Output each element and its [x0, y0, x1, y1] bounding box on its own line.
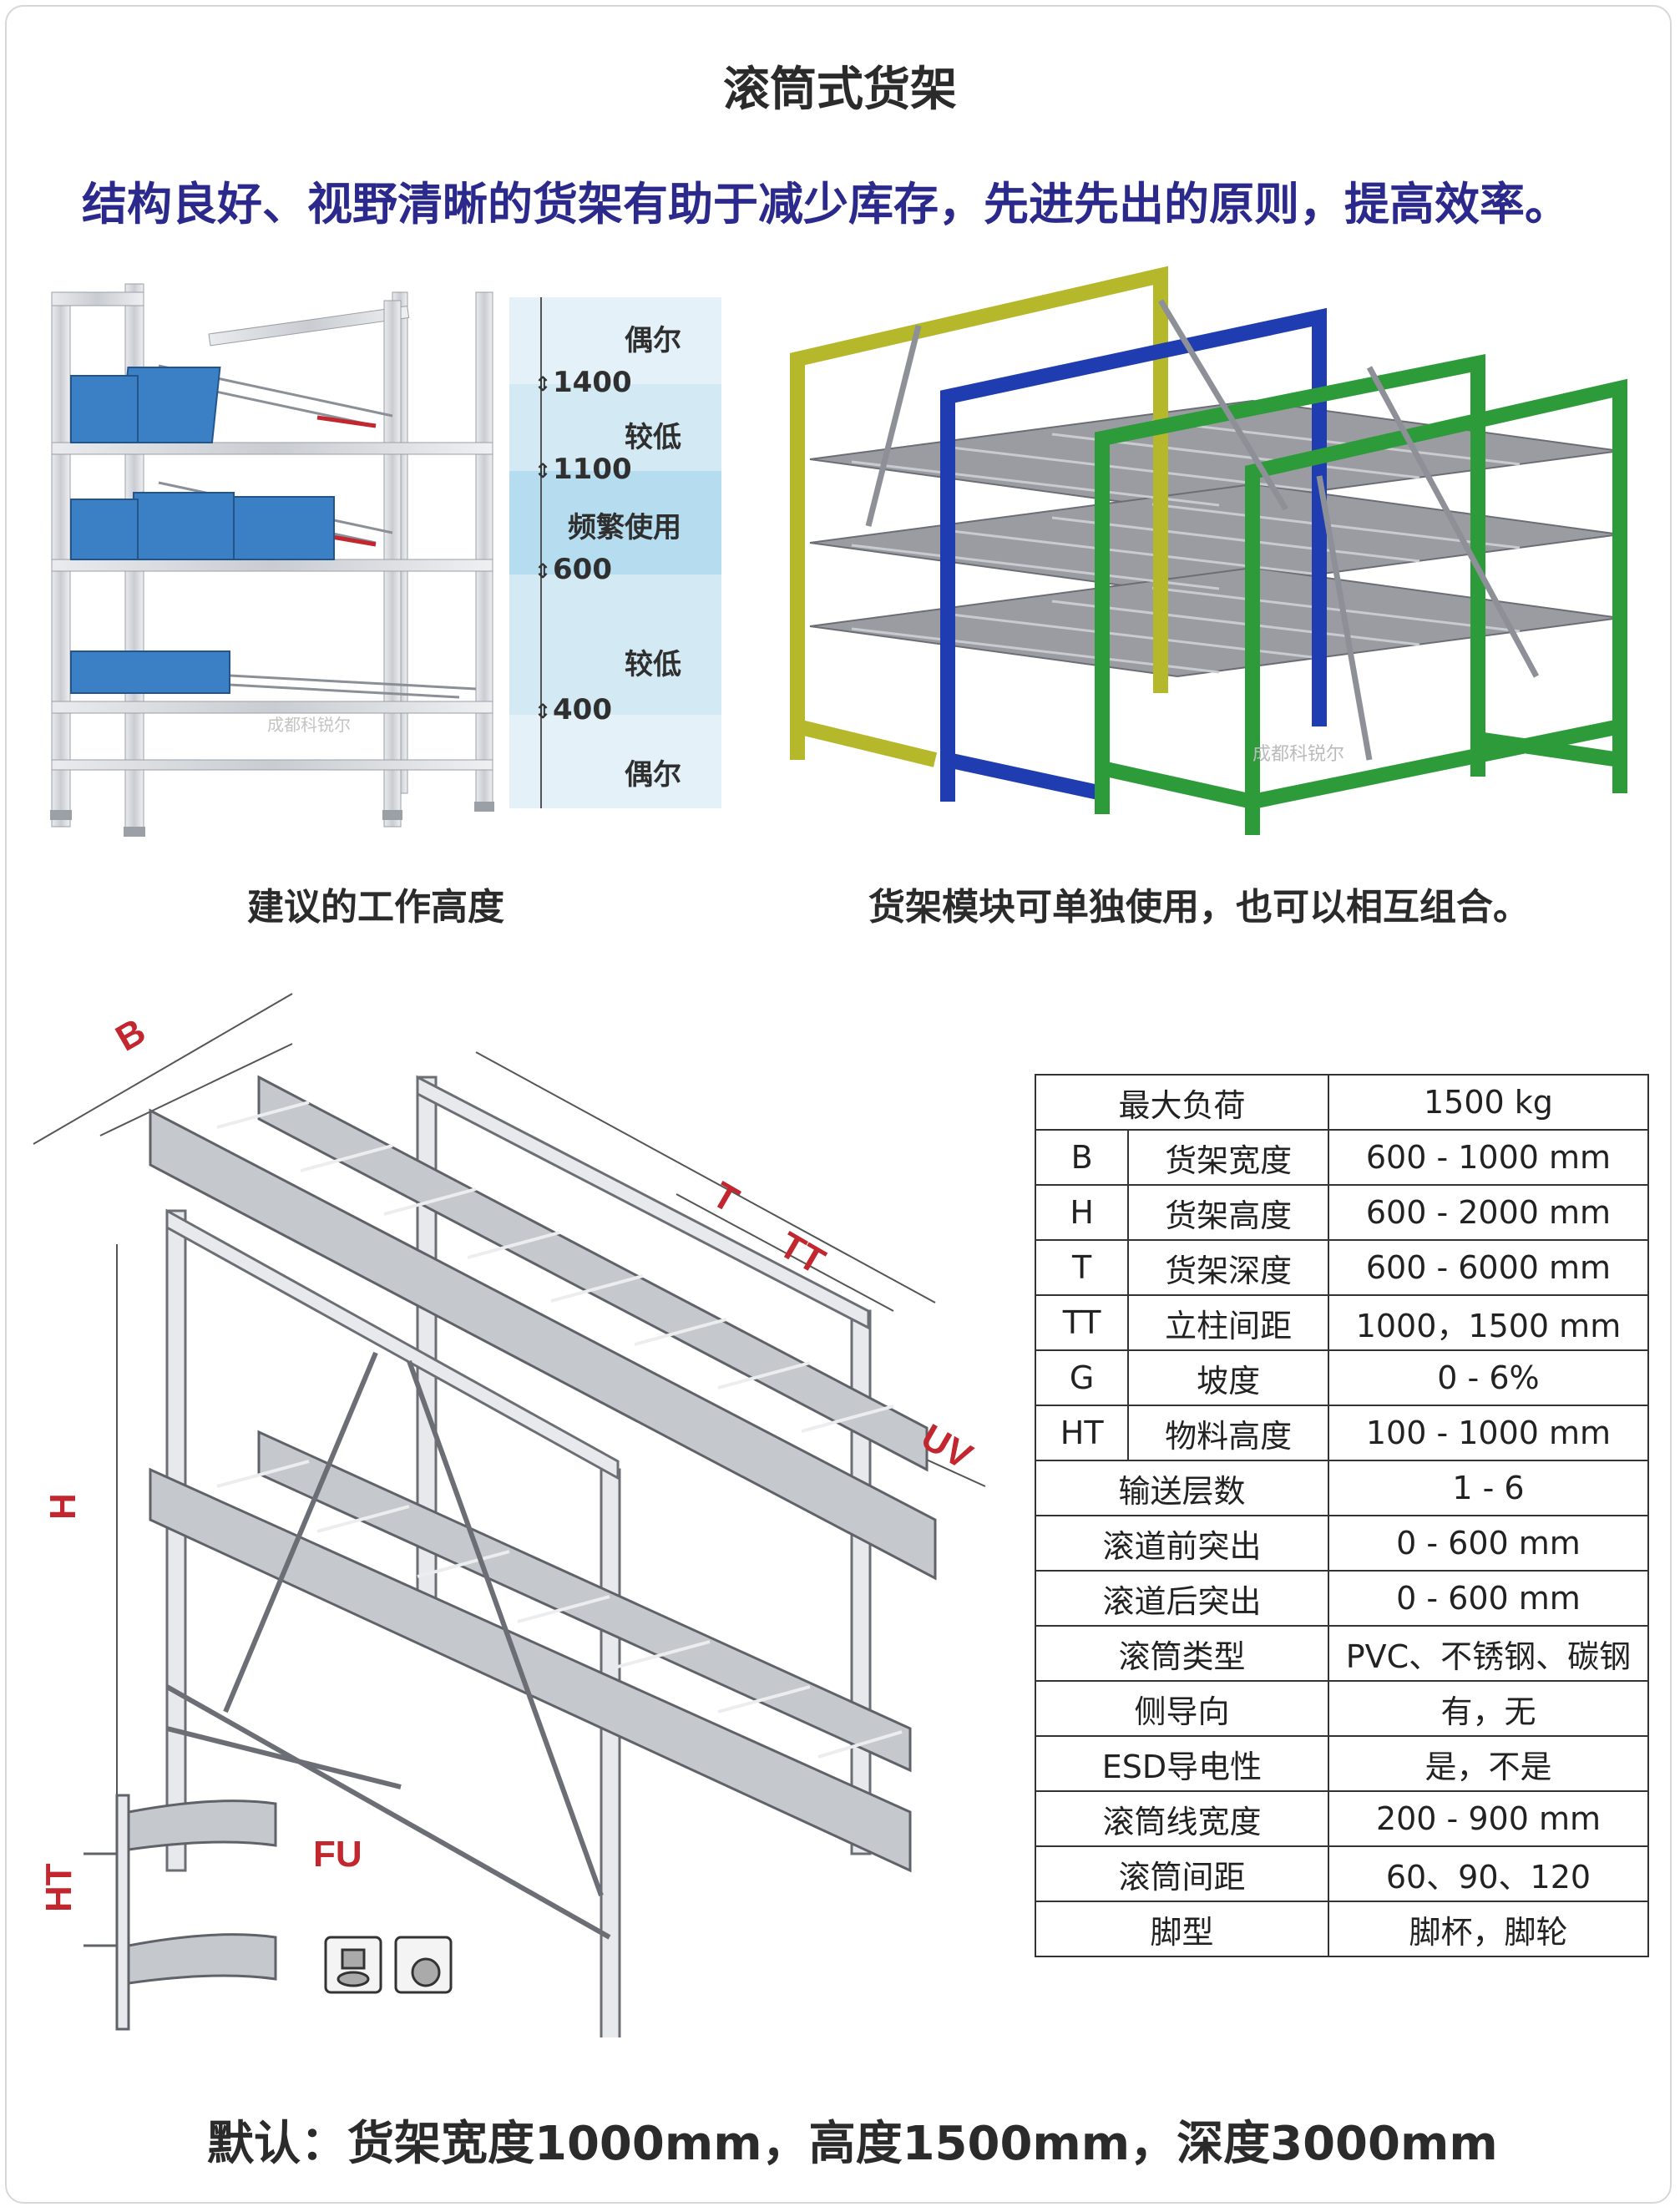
band-label: 较低	[625, 648, 681, 681]
spec-value: 1 - 6	[1327, 1460, 1650, 1516]
band-occasional-top: 偶尔	[509, 297, 721, 384]
table-row: B 货架宽度 600 - 1000 mm	[1034, 1129, 1650, 1186]
spec-value: 0 - 6%	[1327, 1349, 1650, 1406]
modular-racks-render: 成都科锐尔	[790, 266, 1627, 835]
spec-value: 600 - 1000 mm	[1327, 1129, 1650, 1186]
spec-name: 脚型	[1035, 1901, 1329, 1957]
table-row: 滚筒间距 60、90、120	[1035, 1845, 1650, 1902]
table-row: 滚筒线宽度 200 - 900 mm	[1035, 1790, 1650, 1847]
spec-name: 滚道前突出	[1035, 1515, 1329, 1572]
spec-value: 100 - 1000 mm	[1327, 1405, 1650, 1461]
spec-code: T	[1034, 1239, 1130, 1296]
mark-400: ⇕400	[534, 693, 612, 726]
table-row: T 货架深度 600 - 6000 mm	[1034, 1239, 1650, 1296]
spec-name: 物料高度	[1127, 1405, 1329, 1461]
watermark-left: 成都科锐尔	[267, 715, 351, 735]
label-fu: FU	[313, 1834, 362, 1875]
spec-name: 立柱间距	[1127, 1294, 1329, 1351]
spec-value: 1500 kg	[1327, 1074, 1650, 1131]
spec-name: 货架深度	[1127, 1239, 1329, 1296]
page-title: 滚筒式货架	[723, 63, 957, 117]
caption-left: 建议的工作高度	[247, 886, 504, 929]
spec-code: G	[1034, 1349, 1130, 1406]
spec-code: HT	[1034, 1405, 1130, 1461]
spec-name: ESD导电性	[1035, 1735, 1329, 1792]
spec-table: 最大负荷 1500 kg B 货架宽度 600 - 1000 mm H 货架高度…	[1034, 1074, 1650, 1957]
spec-name: 滚筒线宽度	[1035, 1790, 1329, 1847]
table-row: 滚道前突出 0 - 600 mm	[1035, 1515, 1650, 1572]
spec-name: 侧导向	[1035, 1680, 1329, 1737]
table-row: G 坡度 0 - 6%	[1034, 1349, 1650, 1406]
table-row: HT 物料高度 100 - 1000 mm	[1034, 1405, 1650, 1461]
mark-1100: ⇕1100	[534, 453, 632, 486]
band-occasional-bottom: 偶尔	[509, 715, 721, 808]
band-frequent: 频繁使用	[509, 471, 721, 575]
band-low-top: 较低	[509, 384, 721, 471]
band-low-bottom: 较低	[509, 575, 721, 715]
spec-name: 坡度	[1127, 1349, 1329, 1406]
band-label: 偶尔	[625, 324, 681, 357]
mark-1400: ⇕1400	[534, 366, 632, 399]
spec-name: 输送层数	[1035, 1460, 1329, 1516]
table-row: 滚筒类型 PVC、不锈钢、碳钢	[1035, 1625, 1650, 1682]
band-label: 偶尔	[625, 758, 681, 792]
spec-name: 滚道后突出	[1035, 1570, 1329, 1627]
table-row: ESD导电性 是，不是	[1035, 1735, 1650, 1792]
page-subtitle: 结构良好、视野清晰的货架有助于减少库存，先进先出的原则，提高效率。	[82, 178, 1570, 230]
spec-value: 有，无	[1327, 1680, 1650, 1737]
spec-name: 滚筒间距	[1035, 1845, 1329, 1902]
table-row: 脚型 脚杯，脚轮	[1035, 1901, 1650, 1957]
watermark-right: 成都科锐尔	[1252, 744, 1344, 765]
table-row: 滚道后突出 0 - 600 mm	[1035, 1570, 1650, 1627]
spec-code: H	[1034, 1184, 1130, 1241]
height-guide: 偶尔 较低 频繁使用 较低 偶尔 ⇕1400 ⇕1100 ⇕600 ⇕400	[509, 297, 721, 808]
table-row: 最大负荷 1500 kg	[1035, 1074, 1650, 1131]
spec-value: 是，不是	[1327, 1735, 1650, 1792]
spec-value: 200 - 900 mm	[1327, 1790, 1650, 1847]
table-row: TT 立柱间距 1000，1500 mm	[1034, 1294, 1650, 1351]
page-frame	[5, 5, 1672, 2204]
spec-value: 1000，1500 mm	[1327, 1294, 1650, 1351]
spec-value: PVC、不锈钢、碳钢	[1327, 1625, 1650, 1682]
spec-value: 600 - 2000 mm	[1327, 1184, 1650, 1241]
spec-value: 60、90、120	[1327, 1845, 1650, 1902]
table-row: 侧导向 有，无	[1035, 1680, 1650, 1737]
default-spec-note: 默认：货架宽度1000mm，高度1500mm，深度3000mm	[207, 2117, 1498, 2171]
caption-right: 货架模块可单独使用，也可以相互组合。	[868, 886, 1530, 929]
spec-name: 货架高度	[1127, 1184, 1329, 1241]
spec-code: B	[1034, 1129, 1130, 1186]
band-label: 较低	[625, 421, 681, 454]
guide-line	[540, 297, 542, 808]
spec-value: 0 - 600 mm	[1327, 1515, 1650, 1572]
dimension-drawing: B T TT UV H HT FU	[33, 993, 986, 2037]
label-ht: HT	[38, 1863, 79, 1912]
spec-value: 脚杯，脚轮	[1327, 1901, 1650, 1957]
spec-code: TT	[1034, 1294, 1130, 1351]
spec-name: 货架宽度	[1127, 1129, 1329, 1186]
band-label: 频繁使用	[568, 511, 681, 544]
label-b: B	[109, 1010, 153, 1059]
spec-value: 600 - 6000 mm	[1327, 1239, 1650, 1296]
mark-600: ⇕600	[534, 553, 612, 586]
table-row: H 货架高度 600 - 2000 mm	[1034, 1184, 1650, 1241]
rack-photo: 成都科锐尔	[50, 283, 494, 837]
spec-name: 最大负荷	[1035, 1074, 1329, 1131]
table-row: 输送层数 1 - 6	[1035, 1460, 1650, 1516]
spec-value: 0 - 600 mm	[1327, 1570, 1650, 1627]
label-h: H	[43, 1493, 83, 1520]
spec-name: 滚筒类型	[1035, 1625, 1329, 1682]
